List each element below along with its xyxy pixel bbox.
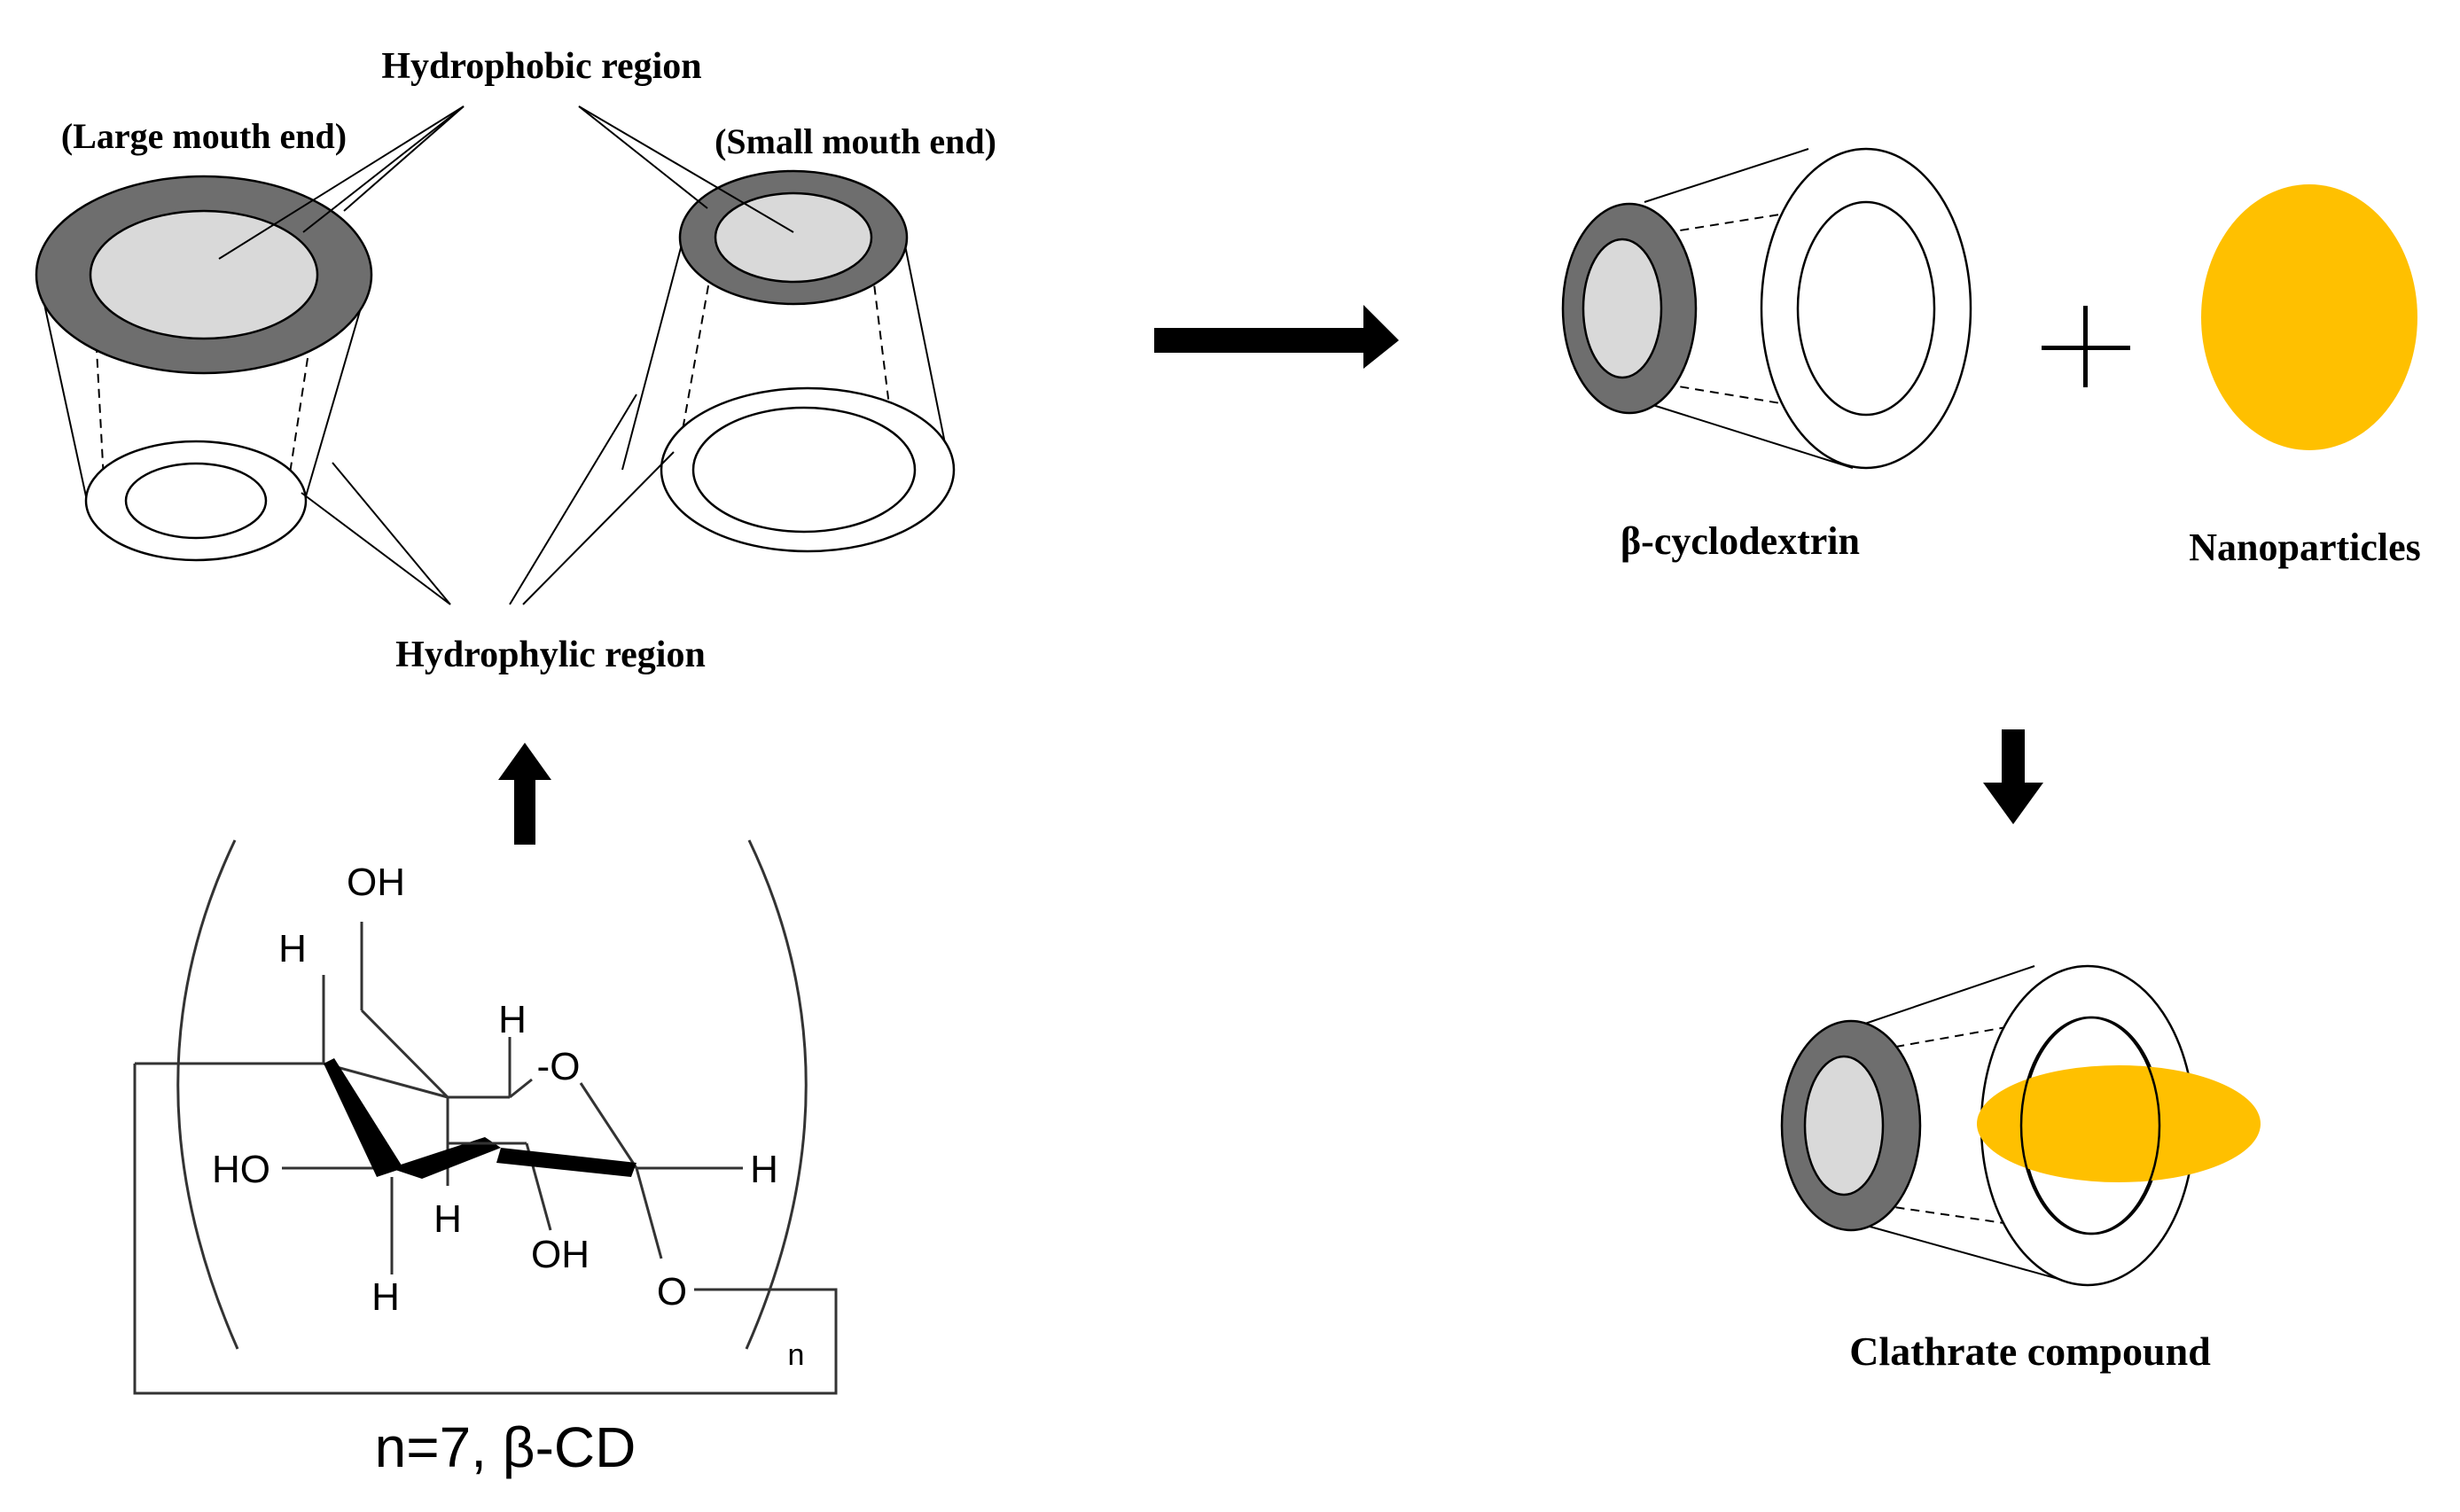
encapsulated-nanoparticle [1977,1065,2261,1182]
atom-h-right: H [750,1148,778,1191]
beta-cd-caption: n=7, β-CD [375,1415,636,1479]
subscript-n: n [788,1338,805,1372]
nanoparticle [2201,184,2417,450]
nanoparticles-label: Nanoparticles [2189,526,2421,569]
atom-h-bottom: H [371,1275,400,1319]
up-arrow [498,743,551,845]
beta-cyclodextrin-label: β-cyclodextrin [1620,519,1860,563]
atom-oh-bottom: OH [531,1233,590,1276]
large-mouth-cone [35,175,373,562]
large-mouth-end-label: (Large mouth end) [61,116,347,156]
atom-oh-top: OH [347,861,405,904]
atom-h-left-top: H [278,927,307,970]
small-mouth-end-label: (Small mouth end) [715,121,996,161]
right-arrow [1154,305,1399,369]
atom-h-center-bottom: H [433,1197,462,1241]
atom-o-bottom: O [657,1270,687,1313]
down-arrow [1983,729,2043,824]
hydrophobic-region-label: Hydrophobic region [381,46,701,87]
clathrate-compound-cone [1780,964,2261,1287]
hydrophylic-leader-lines [301,394,675,605]
beta-cd-structure [133,839,838,1395]
clathrate-compound-label: Clathrate compound [1849,1329,2211,1374]
small-mouth-cone [621,169,956,553]
beta-cyclodextrin-cone [1561,147,1972,470]
hydrophylic-region-label: Hydrophylic region [395,635,706,675]
atom-ho-left: HO [212,1148,270,1191]
atom-o-ring: -O [537,1045,581,1088]
hydrophobic-leader-lines [218,105,794,260]
atom-h-center-top: H [498,998,527,1041]
plus-sign [2042,306,2130,387]
